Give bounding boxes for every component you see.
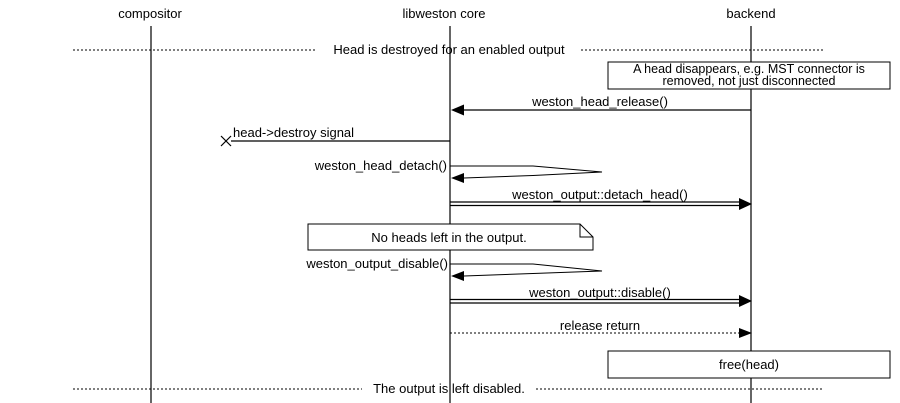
note-head-disappears-box: [607, 61, 891, 90]
arrowhead-right-icon: [739, 198, 752, 210]
arrowhead-right-icon: [739, 328, 752, 338]
note-fold-corner-icon: [579, 224, 593, 238]
message-destroy-signal: head->destroy signal: [220, 125, 450, 147]
arrowhead-left-icon: [451, 104, 464, 116]
arrowhead-left-icon: [451, 271, 464, 281]
participant-libweston-core: libweston core: [402, 6, 485, 21]
message-destroy-signal-label: head->destroy signal: [233, 125, 354, 140]
message-detach-head: weston_output::detach_head(): [450, 187, 752, 210]
lost-message-x-icon: [220, 135, 232, 147]
arrowhead-right-icon: [739, 295, 752, 307]
arrowhead-left-icon: [451, 173, 464, 183]
message-release-return-label: release return: [560, 318, 640, 333]
message-head-detach-label: weston_head_detach(): [314, 158, 447, 173]
message-head-detach-loop: [450, 165, 603, 179]
participant-compositor: compositor: [118, 6, 182, 21]
message-output-disable-call-loop: [450, 263, 603, 277]
divider-top: Head is destroyed for an enabled output: [73, 42, 823, 57]
message-head-release-label: weston_head_release(): [531, 94, 668, 109]
note-no-heads-label: No heads left in the output.: [371, 230, 526, 245]
message-output-disable: weston_output::disable(): [450, 285, 752, 307]
message-head-release: weston_head_release(): [451, 94, 751, 116]
message-output-disable-call-label: weston_output_disable(): [305, 256, 448, 271]
note-no-heads: No heads left in the output.: [307, 223, 594, 251]
divider-bottom-label: The output is left disabled.: [373, 381, 525, 396]
message-head-detach-self: weston_head_detach(): [314, 158, 603, 183]
divider-top-label: Head is destroyed for an enabled output: [333, 42, 565, 57]
message-output-disable-call-self: weston_output_disable(): [305, 256, 603, 281]
participant-backend: backend: [726, 6, 775, 21]
note-free-head-label: free(head): [719, 357, 779, 372]
message-output-disable-label: weston_output::disable(): [528, 285, 671, 300]
divider-bottom: The output is left disabled.: [73, 381, 823, 396]
message-release-return: release return: [450, 318, 752, 338]
note-no-heads-box: [307, 223, 594, 251]
note-head-disappears: A head disappears, e.g. MST connector is…: [607, 61, 891, 90]
note-head-disappears-line2: removed, not just disconnected: [662, 74, 835, 88]
note-head-disappears-line1: A head disappears, e.g. MST connector is: [633, 62, 865, 76]
note-free-head-box: [607, 350, 891, 379]
note-free-head: free(head): [607, 350, 891, 379]
message-detach-head-label: weston_output::detach_head(): [511, 187, 688, 202]
